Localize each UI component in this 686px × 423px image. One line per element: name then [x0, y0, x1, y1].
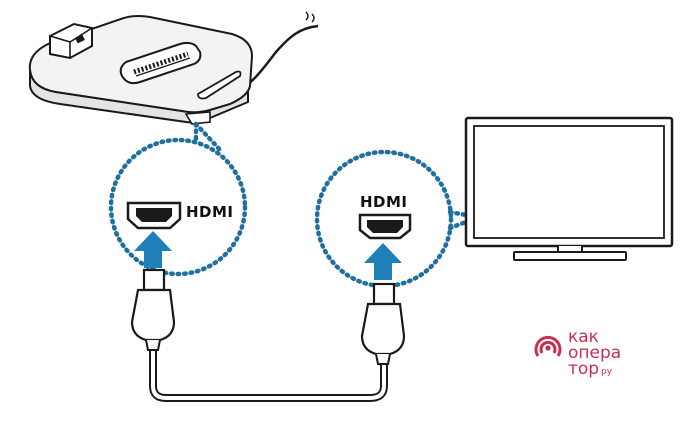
hdmi-cable	[130, 268, 406, 402]
dock-connector-block	[49, 22, 93, 60]
watermark-line3: тор	[568, 359, 599, 379]
hdmi-port-icon	[358, 213, 412, 240]
hdmi-plug-icon	[130, 268, 176, 351]
monitor-screen	[473, 125, 665, 239]
dock-power-cable-tail	[305, 11, 315, 23]
right-port-callout: HDMI	[314, 149, 469, 289]
watermark-logo: как опера тор ру	[534, 327, 621, 379]
hdmi-label-left: HDMI	[186, 203, 234, 221]
dock-hdmi-port	[184, 111, 211, 125]
dock-vent-slot	[119, 41, 202, 85]
monitor-stand	[513, 251, 627, 261]
hdmi-label-right: HDMI	[360, 193, 408, 211]
watermark-line2: опера	[568, 343, 621, 363]
signal-icon	[534, 335, 562, 357]
dock-station	[28, 11, 319, 125]
watermark-suffix: ру	[601, 367, 613, 377]
left-callout-tail	[193, 121, 225, 155]
tv-monitor	[464, 116, 674, 261]
left-port-callout: HDMI	[108, 121, 248, 277]
cable-wire	[149, 350, 388, 402]
arrow-up-icon	[134, 231, 172, 268]
watermark-line1: как	[568, 327, 599, 347]
right-callout-tail	[447, 209, 469, 231]
hdmi-plug-icon	[360, 282, 406, 365]
hdmi-port-icon	[126, 201, 182, 230]
arrow-up-icon	[364, 243, 402, 280]
dock-right-groove	[197, 70, 242, 100]
